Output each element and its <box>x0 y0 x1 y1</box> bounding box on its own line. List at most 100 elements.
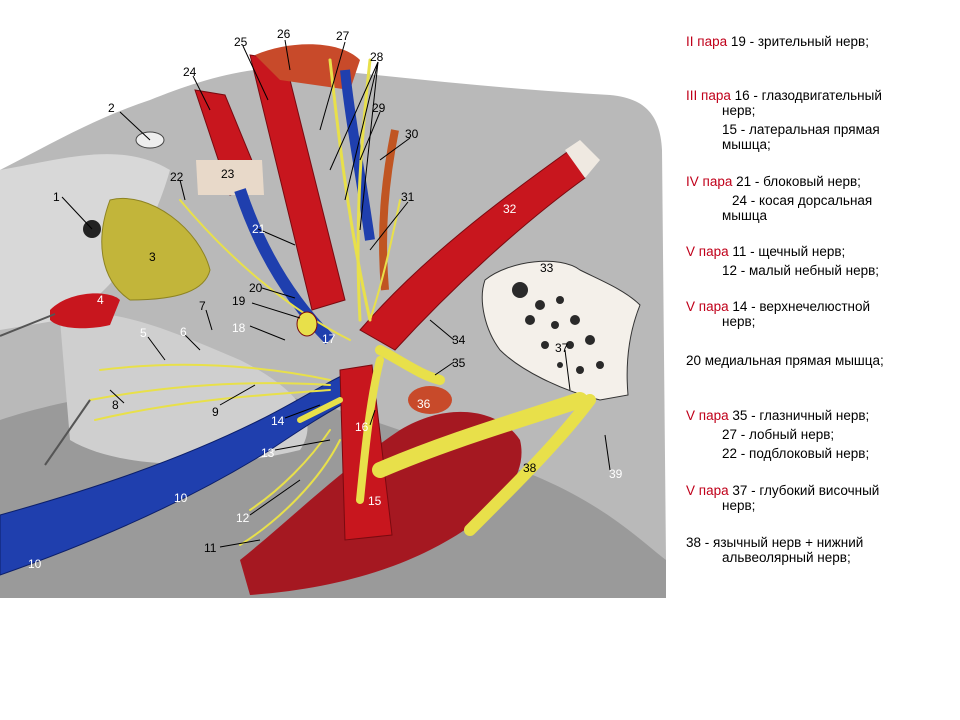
legend-line: нерв; <box>722 314 756 329</box>
nerve-11 <box>239 439 341 546</box>
legend-line: 15 - латеральная прямая <box>722 122 880 137</box>
label-6: 6 <box>180 325 187 339</box>
leader-lines <box>61 39 611 548</box>
label-28: 28 <box>370 50 384 64</box>
legend-entry-trigeminal-4: V пара 37 - глубокий височный нерв; <box>686 483 948 513</box>
legend-line: мышца; <box>722 137 771 152</box>
nerve-35 <box>375 345 445 385</box>
label-25: 25 <box>234 35 248 49</box>
legend-line: альвеолярный нерв; <box>722 550 851 565</box>
bone-pores <box>512 282 604 374</box>
legend-line: 27 - лобный нерв; <box>722 427 835 442</box>
legend-entry-trigeminal-1: V пара 11 - щечный нерв; 12 - малый небн… <box>686 244 948 278</box>
inner-cavity <box>60 313 308 464</box>
label-20: 20 <box>249 281 263 295</box>
legend-entry-optic: II пара 19 - зрительный нерв; <box>686 34 948 49</box>
label-37: 37 <box>555 341 569 355</box>
figure-labels: 1 2 3 4 5 6 7 8 9 10 10 11 12 13 14 15 1… <box>28 27 623 571</box>
nerve-16 <box>356 356 384 504</box>
label-10a: 10 <box>174 491 188 505</box>
label-19: 19 <box>232 294 246 308</box>
pair-label: V пара <box>686 408 729 423</box>
legend-line: 21 - блоковый нерв; <box>736 174 861 189</box>
legend-line: 20 медиальная прямая мышца; <box>686 353 884 368</box>
legend-entry-medial-rectus: 20 медиальная прямая мышца; <box>686 353 948 368</box>
nerve-22 <box>179 199 351 341</box>
pair-label: V пара <box>686 299 729 314</box>
label-3: 3 <box>149 250 156 264</box>
tendon-32 <box>565 140 600 178</box>
anatomical-illustration: 1 2 3 4 5 6 7 8 9 10 10 11 12 13 14 15 1… <box>0 27 666 598</box>
legend-entry-trochlear: IV пара 21 - блоковый нерв; 24 - косая д… <box>686 174 948 223</box>
legend-entry-oculomotor: III пара 16 - глазодвигательный нерв; 15… <box>686 88 948 152</box>
legend-line: мышца <box>722 208 768 223</box>
nerve-37 <box>464 394 596 536</box>
label-18: 18 <box>232 321 246 335</box>
nerves <box>89 58 596 546</box>
legend-line: нерв; <box>722 103 756 118</box>
muscle-26 <box>255 44 360 90</box>
pair-label: II пара <box>686 34 728 49</box>
label-7: 7 <box>199 299 206 313</box>
label-4: 4 <box>97 293 104 307</box>
legend-line: 35 - глазничный нерв; <box>732 408 870 423</box>
eyeball <box>101 198 211 301</box>
legend-line: 22 - подблоковый нерв; <box>722 446 870 461</box>
label-30: 30 <box>405 127 419 141</box>
label-11: 11 <box>204 541 217 555</box>
legend-entry-trigeminal-2: V пара 14 - верхнечелюстной нерв; <box>686 299 948 329</box>
legend-line: 38 - язычный нерв + нижний <box>686 535 864 550</box>
label-13: 13 <box>261 446 275 460</box>
optic-nerve-19 <box>296 311 318 337</box>
tendon-23 <box>196 160 264 195</box>
probe <box>0 313 56 337</box>
legend-line: нерв; <box>722 498 756 513</box>
label-31: 31 <box>401 190 415 204</box>
label-39: 39 <box>609 467 623 481</box>
label-23: 23 <box>221 167 235 181</box>
label-35: 35 <box>452 356 466 370</box>
pair-label: V пара <box>686 483 729 498</box>
label-38: 38 <box>523 461 537 475</box>
label-32: 32 <box>503 202 517 216</box>
label-10b: 10 <box>28 557 42 571</box>
vein-29 <box>340 69 375 241</box>
nerve-14 <box>297 397 343 423</box>
muscle-4 <box>50 293 120 329</box>
label-17: 17 <box>322 332 336 346</box>
nerve-12 <box>249 429 331 511</box>
label-34: 34 <box>452 333 466 347</box>
nerve-27 <box>328 58 372 322</box>
legend-line: 12 - малый небный нерв; <box>722 263 880 278</box>
legend-line: 19 - зрительный нерв; <box>730 34 869 49</box>
label-14: 14 <box>271 414 285 428</box>
label-8: 8 <box>112 398 119 412</box>
label-21: 21 <box>252 222 266 236</box>
legend-line: 11 - щечный нерв; <box>732 244 846 259</box>
label-36: 36 <box>417 397 431 411</box>
label-16: 16 <box>355 420 369 434</box>
legend-entry-lingual: 38 - язычный нерв + нижний альвеолярный … <box>686 535 948 565</box>
legend-line: 37 - глубокий височный <box>732 483 880 498</box>
legend-line: 16 - глазодвигательный <box>734 88 882 103</box>
label-2: 2 <box>108 101 115 115</box>
label-27: 27 <box>336 29 350 43</box>
nerve-7 <box>99 363 331 381</box>
nerve-38 <box>372 392 588 478</box>
legend-line: 24 - косая дорсальная <box>732 193 873 208</box>
label-9: 9 <box>212 405 219 419</box>
pair-label: III пара <box>686 88 731 103</box>
pair-label: V пара <box>686 244 729 259</box>
label-29: 29 <box>372 101 386 115</box>
label-22: 22 <box>170 170 184 184</box>
label-24: 24 <box>183 65 197 79</box>
pair-label: IV пара <box>686 174 733 189</box>
nerve-9 <box>94 389 331 421</box>
label-5: 5 <box>140 326 147 340</box>
label-15: 15 <box>368 494 382 508</box>
nerve-28 <box>356 58 372 322</box>
probe-2 <box>44 399 91 466</box>
label-1: 1 <box>53 190 60 204</box>
structure-36 <box>408 386 452 414</box>
legend-line: 14 - верхнечелюстной <box>732 299 871 314</box>
